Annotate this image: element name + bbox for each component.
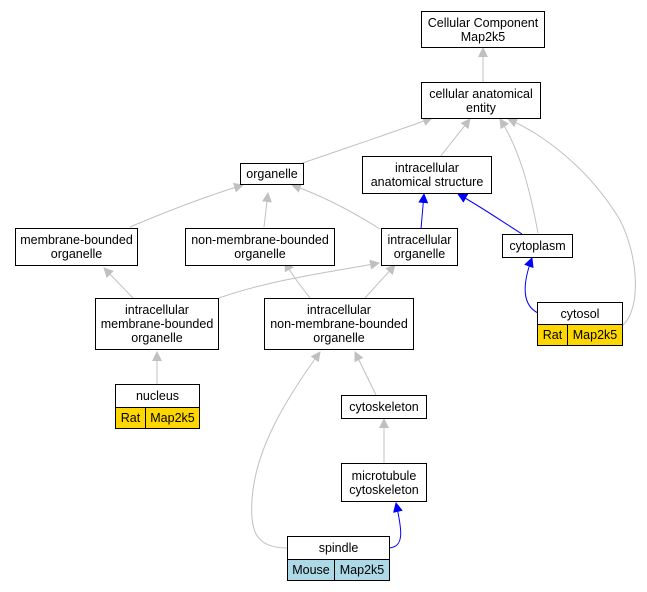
node-non-membrane-bounded-organelle[interactable]: non-membrane-bounded organelle: [185, 228, 335, 266]
node-organelle[interactable]: organelle: [240, 163, 304, 185]
node-spindle[interactable]: spindle: [287, 536, 390, 560]
annotation-cytosol: Rat Map2k5: [537, 324, 623, 346]
gene-badge: Map2k5: [568, 324, 623, 346]
edge-spindle-to-mt: [387, 502, 403, 549]
edge-cytoplasm-to-entity: [499, 118, 539, 234]
edge-inmbo-to-nmbo: [284, 261, 311, 299]
edge-io-to-ias: [418, 193, 429, 230]
node-cytosol[interactable]: cytosol: [537, 302, 623, 325]
gene-badge: Map2k5: [146, 407, 200, 429]
edge-cytosol-to-cytoplasm: [524, 257, 539, 314]
edge-spindle-to-inmbo: [251, 351, 321, 549]
edge-cytoskeleton-to-inmbo: [354, 351, 377, 396]
node-cytoplasm[interactable]: cytoplasm: [502, 234, 573, 258]
species-badge: Mouse: [287, 559, 335, 581]
node-intracellular-organelle[interactable]: intracellular organelle: [381, 228, 458, 266]
edge-io-to-organelle: [291, 183, 381, 230]
node-cellular-component[interactable]: Cellular Component Map2k5: [421, 11, 545, 48]
edge-ias-to-entity: [439, 118, 471, 158]
annotation-nucleus: Rat Map2k5: [115, 407, 200, 429]
node-nucleus[interactable]: nucleus: [115, 384, 200, 408]
edge-cytoplasm-to-ias: [457, 193, 523, 235]
edge-organelle-to-entity: [299, 116, 433, 165]
edge-nmbo-to-organelle: [261, 192, 272, 228]
gene-badge: Map2k5: [335, 559, 390, 581]
node-cytoskeleton[interactable]: cytoskeleton: [341, 395, 427, 419]
node-membrane-bounded-organelle[interactable]: membrane-bounded organelle: [15, 228, 138, 266]
species-badge: Rat: [115, 407, 146, 429]
species-badge: Rat: [537, 324, 568, 346]
edge-mbo-to-organelle: [129, 182, 244, 228]
annotation-spindle: Mouse Map2k5: [287, 559, 390, 581]
edge-cytosol-to-entity: [507, 117, 636, 326]
node-microtubule-cytoskeleton[interactable]: microtubule cytoskeleton: [341, 463, 427, 502]
edge-inmbo-to-io: [364, 264, 396, 299]
node-intracellular-non-membrane-bounded-organelle[interactable]: intracellular non-membrane-bounded organ…: [264, 298, 414, 350]
node-cellular-anatomical-entity[interactable]: cellular anatomical entity: [421, 82, 541, 119]
node-intracellular-membrane-bounded-organelle[interactable]: intracellular membrane-bounded organelle: [95, 298, 219, 350]
edge-imbo-to-mbo: [103, 267, 134, 299]
node-intracellular-anatomical-structure[interactable]: intracellular anatomical structure: [362, 156, 492, 194]
edge-imbo-to-io: [218, 259, 380, 299]
